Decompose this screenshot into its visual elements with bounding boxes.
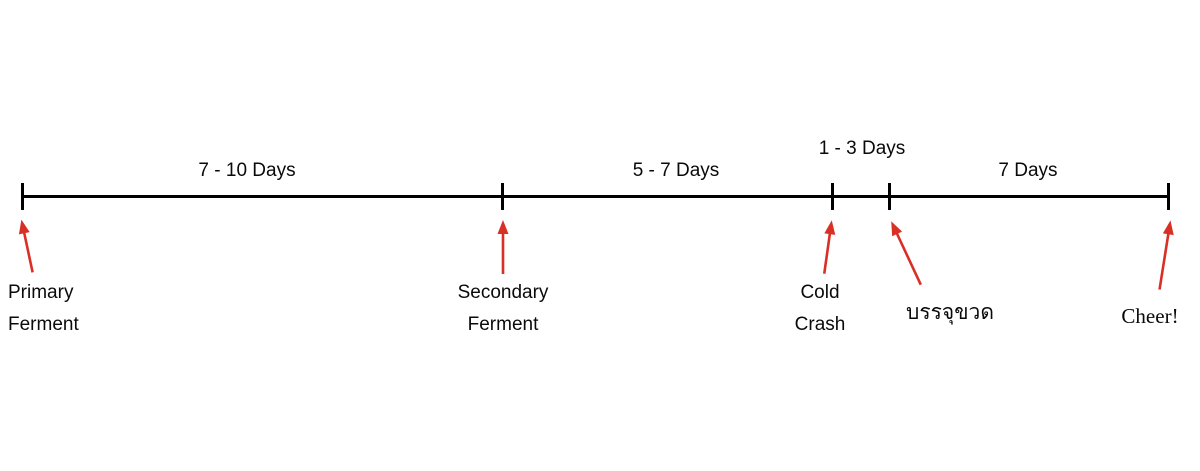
stage-label-bottling: บรรจุขวด [880, 297, 1020, 329]
stage-label-line: Secondary [457, 282, 549, 303]
stage-label-secondary-ferment: Secondary Ferment [403, 277, 603, 341]
stage-label-primary-ferment: Primary Ferment [8, 277, 79, 341]
cold-crash-arrow-icon [822, 220, 836, 274]
duration-label-cold-crash: 1 - 3 Days [818, 138, 906, 159]
cheer-arrow-icon [1158, 220, 1174, 290]
stage-label-line: Cheer! [1121, 304, 1179, 328]
stage-label-line: Ferment [8, 314, 79, 335]
tick-bottling [888, 183, 891, 210]
tick-cold-crash [831, 183, 834, 210]
stage-label-line: Crash [794, 314, 846, 335]
stage-label-cheer: Cheer! [1090, 300, 1200, 332]
duration-label-primary: 7 - 10 Days [198, 160, 296, 181]
tick-primary-start [21, 183, 24, 210]
stage-label-line: Cold [800, 282, 840, 303]
timeline-axis [22, 195, 1170, 198]
stage-label-line: Ferment [467, 314, 539, 335]
duration-label-conditioning: 7 Days [998, 160, 1058, 181]
duration-label-secondary: 5 - 7 Days [632, 160, 720, 181]
primary-start-arrow-icon [18, 219, 34, 273]
tick-secondary-ferment [501, 183, 504, 210]
stage-label-line: บรรจุขวด [906, 301, 994, 324]
stage-label-line: Primary [8, 282, 74, 303]
stage-label-cold-crash: Cold Crash [745, 277, 895, 341]
tick-end [1167, 183, 1170, 210]
bottling-arrow-icon [891, 221, 922, 286]
secondary-ferment-arrow-icon [497, 220, 509, 274]
